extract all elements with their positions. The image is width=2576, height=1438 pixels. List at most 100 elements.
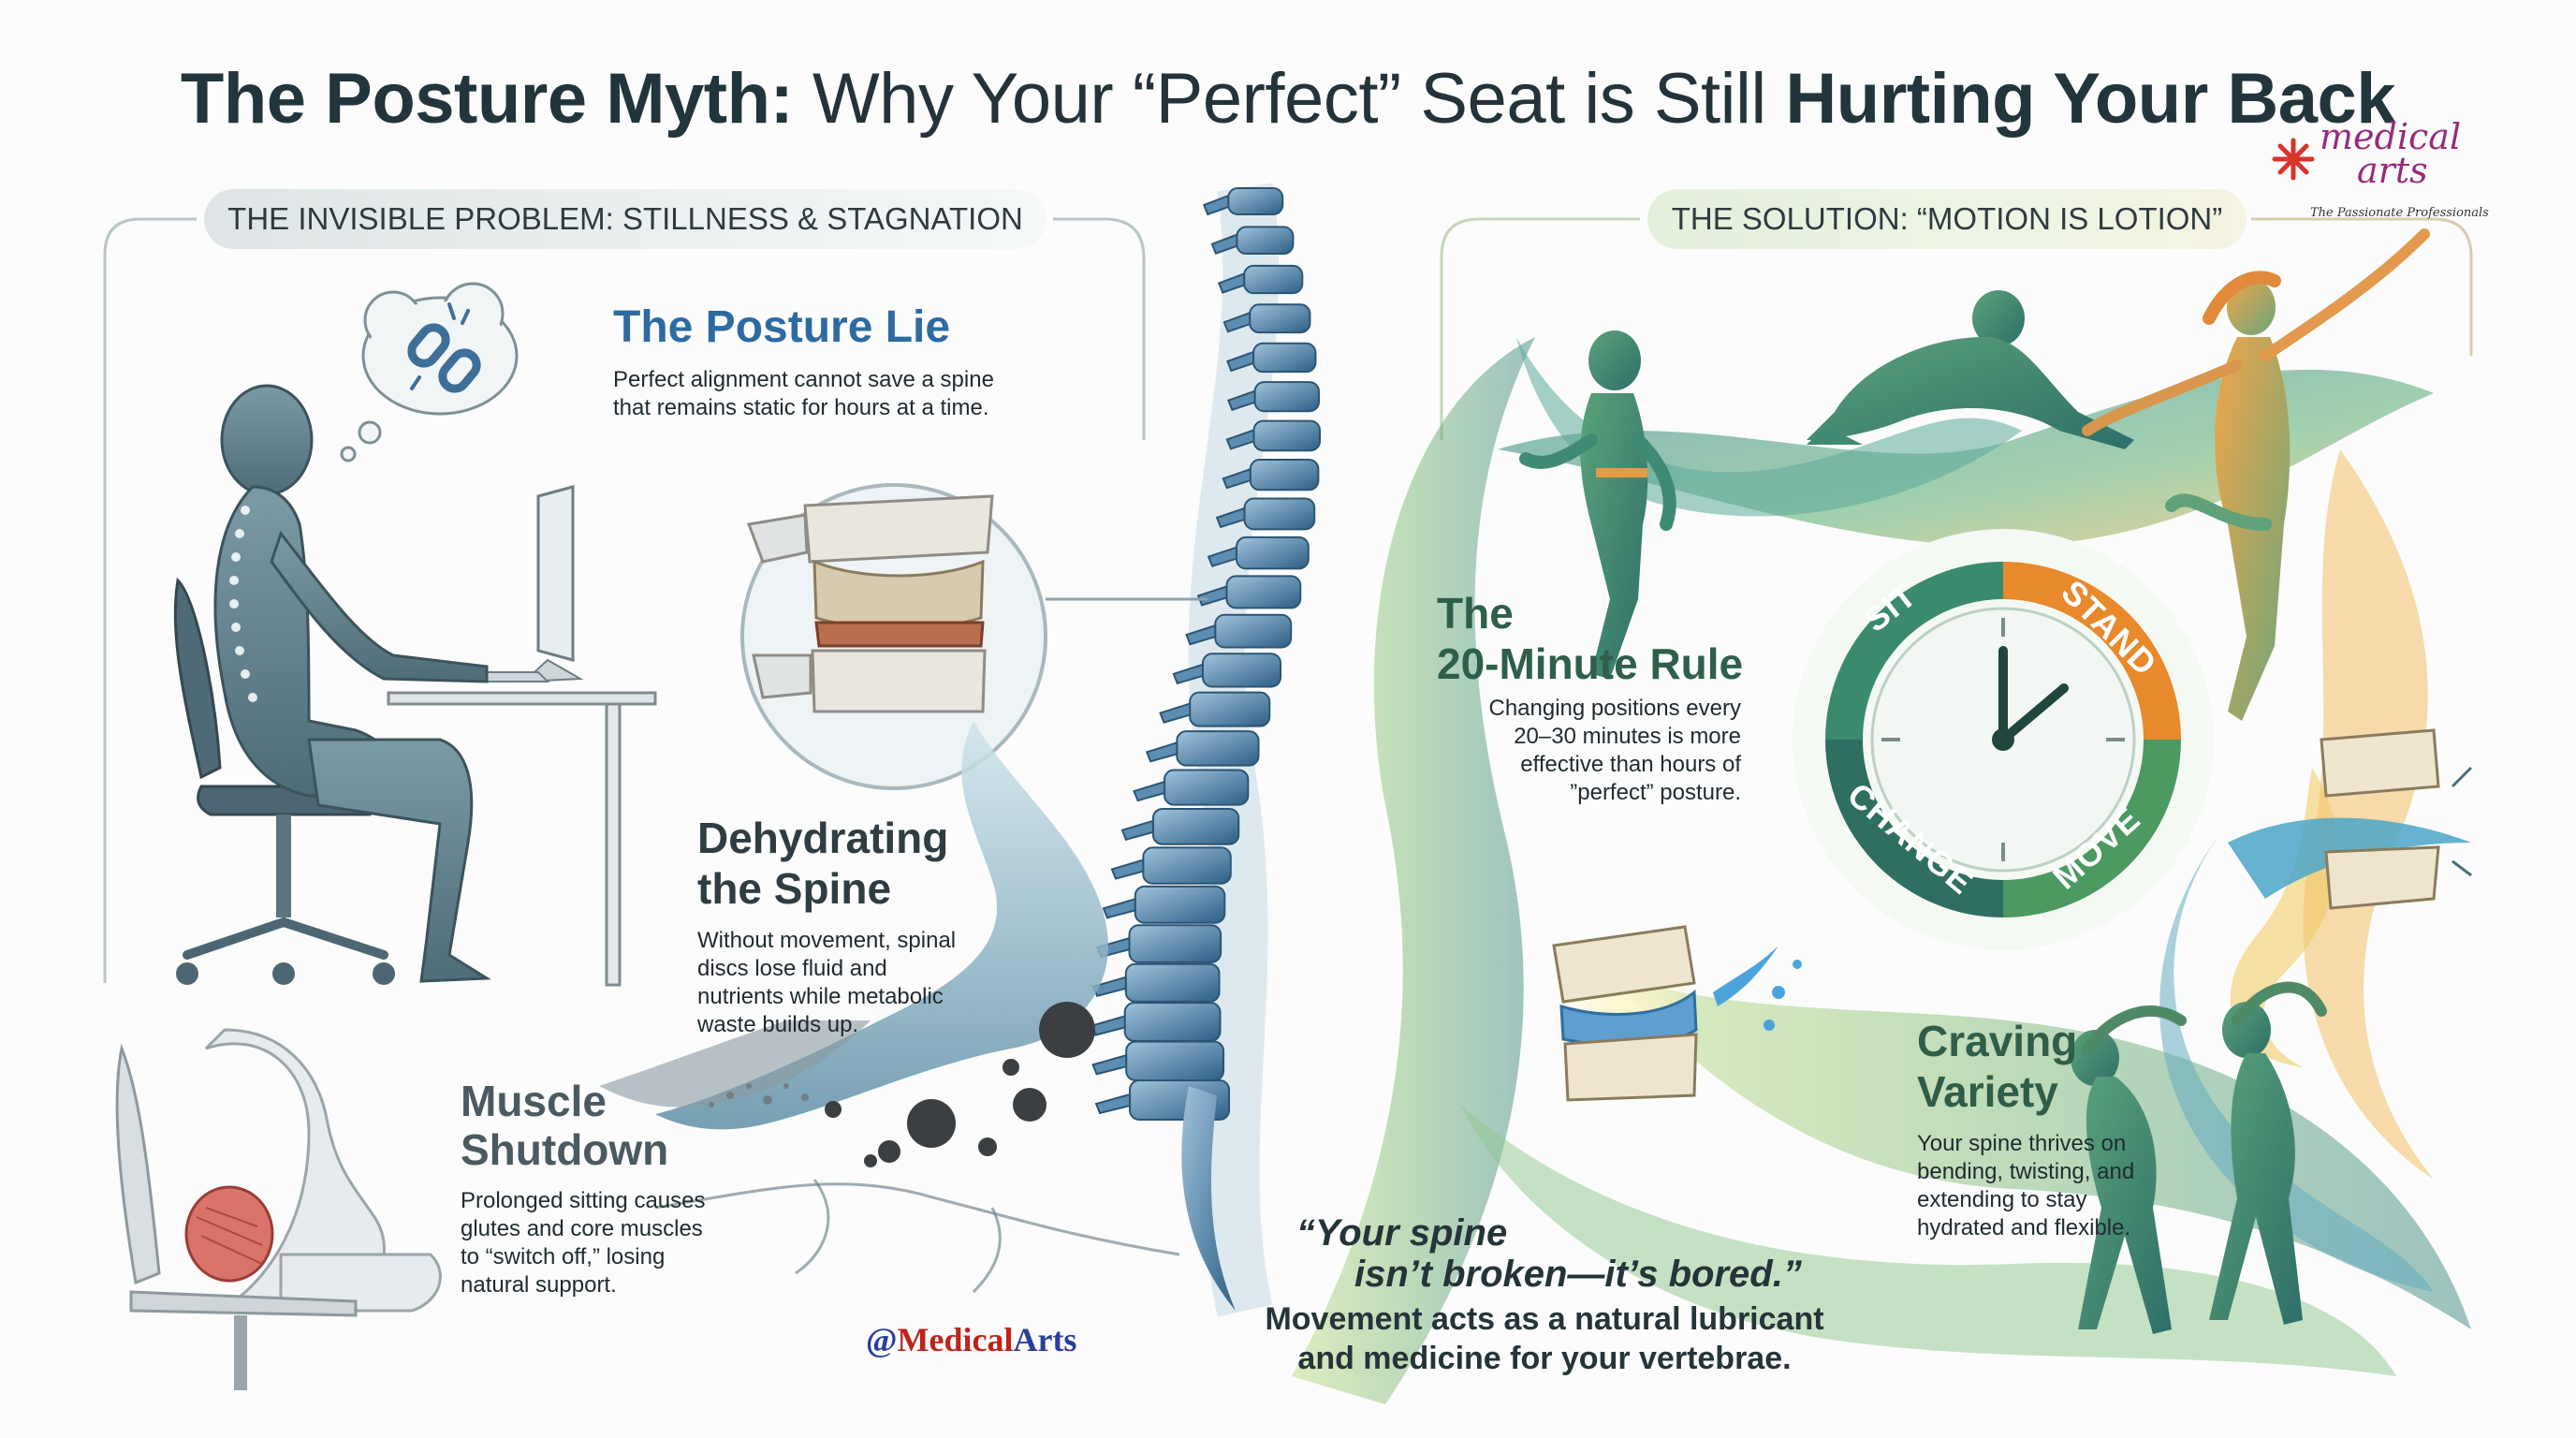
dehydrating-heading: Dehydrating the Spine	[697, 813, 997, 914]
dehydrating-body-line: Without movement, spinal	[697, 928, 957, 953]
vertebra-process	[1133, 780, 1166, 802]
craving-variety-body: Your spine thrives on bending, twisting,…	[1917, 1130, 2226, 1242]
vertebra	[1123, 1002, 1222, 1042]
vertebra	[1189, 691, 1271, 727]
craving-variety-block: Craving Variety Your spine thrives on be…	[1917, 1016, 2226, 1242]
dehydrating-body: Without movement, spinal discs lose flui…	[697, 927, 997, 1039]
vertebra	[1252, 342, 1317, 374]
twenty-minute-rule-block: The 20-Minute Rule	[1437, 588, 1793, 689]
logo-line-2: arts	[2357, 150, 2428, 191]
dehydrating-body-line: waste builds up.	[697, 1012, 859, 1037]
muscle-body-line: Prolonged sitting causes	[461, 1188, 706, 1213]
muscle-shutdown-block: Muscle Shutdown Prolonged sitting causes…	[461, 1077, 760, 1299]
logo-mark-icon	[2272, 138, 2315, 181]
variety-body-line: extending to stay	[1917, 1187, 2087, 1212]
vertebra	[1235, 536, 1310, 570]
rule-body-line: Changing positions every	[1488, 696, 1742, 721]
vertebra-process	[1110, 858, 1145, 880]
right-section-label: THE SOLUTION: “MOTION IS LOTION”	[1647, 189, 2247, 249]
vertebra-process	[1202, 194, 1230, 216]
vertebra-process	[1091, 1053, 1128, 1076]
posture-lie-body: Perfect alignment cannot save a spine th…	[613, 366, 1100, 422]
quote-line-1: “Your spine	[1296, 1212, 1508, 1254]
glute-figure-illustration	[115, 1028, 442, 1390]
social-handle: @MedicalArts	[866, 1320, 1076, 1359]
rule-heading-line: 20-Minute Rule	[1437, 639, 1744, 688]
dehydrating-body-line: discs lose fluid and	[697, 956, 887, 981]
logo-line-1: medical	[2320, 116, 2462, 157]
muscle-heading-line: Muscle	[461, 1077, 607, 1125]
vertebra-process	[1145, 741, 1178, 763]
vertebra-process	[1090, 1015, 1126, 1036]
vertebra-process	[1222, 467, 1251, 490]
vertebra	[1142, 846, 1232, 885]
vertebra-process	[1185, 624, 1217, 646]
twenty-minute-rule-body: Changing positions every 20–30 minutes i…	[1385, 695, 1742, 807]
muscle-shutdown-heading: Muscle Shutdown	[461, 1077, 760, 1174]
dancer-figure-illustration	[2082, 228, 2430, 721]
left-section-frame	[103, 217, 197, 983]
vertebra	[1125, 1040, 1225, 1081]
quote-subtext-line: Movement acts as a natural lubricant	[1265, 1301, 1824, 1337]
rule-heading-line: The	[1437, 589, 1514, 638]
vertebra-process	[1120, 819, 1154, 842]
seated-figure-illustration	[173, 384, 657, 987]
handle-medical: Medical	[897, 1321, 1014, 1358]
vertebra	[1236, 226, 1295, 256]
quote-line-2: isn’t broken—it’s bored.”	[1354, 1254, 1802, 1295]
vertebra	[1252, 419, 1321, 452]
vertebra	[1134, 885, 1226, 924]
muscle-body-line: to “switch off,” losing	[461, 1244, 666, 1269]
muscle-body-line: glutes and core muscles	[461, 1216, 703, 1241]
walking-figure-illustration	[1519, 330, 1676, 679]
vertebra	[1227, 187, 1284, 215]
vertebra	[1249, 459, 1320, 492]
logo-tagline: The Passionate Professionals	[2310, 206, 2489, 220]
title-part-1: The Posture Myth:	[180, 59, 794, 139]
vertebra	[1243, 264, 1304, 295]
variety-body-line: bending, twisting, and	[1917, 1159, 2135, 1184]
vertebra-process	[1094, 1093, 1132, 1115]
vertebra	[1128, 924, 1222, 963]
page-title: The Posture Myth: Why Your “Perfect” Sea…	[0, 58, 2576, 139]
quote: “Your spine isn’t broken—it’s bored.”	[1296, 1212, 1858, 1295]
vertebra-process	[1225, 429, 1255, 450]
vertebra-process	[1215, 506, 1246, 529]
vertebra	[1164, 769, 1250, 806]
vertebra-process	[1172, 663, 1204, 685]
posture-lie-block: The Posture Lie Perfect alignment cannot…	[613, 301, 1100, 422]
rule-body-line: effective than hours of	[1520, 752, 1741, 777]
water-stream-illustration	[599, 721, 1180, 1294]
disc-closeup-illustration	[740, 483, 1208, 790]
vertebra	[1214, 613, 1293, 649]
vertebra	[1201, 653, 1282, 688]
right-section-frame	[1440, 217, 1640, 440]
thought-bubble-icon	[340, 282, 519, 462]
rule-body-line: 20–30 minutes is more	[1514, 724, 1741, 749]
muscle-heading-line: Shutdown	[461, 1125, 669, 1174]
handle-arts: Arts	[1013, 1321, 1077, 1358]
clock-icon	[1793, 529, 2214, 950]
variety-body-line: Your spine thrives on	[1917, 1131, 2127, 1156]
brand-logo: medical arts	[2320, 116, 2544, 191]
vertebra	[1243, 497, 1316, 531]
vertebra	[1124, 962, 1221, 1003]
vertebra-process	[1222, 311, 1251, 333]
muscle-shutdown-body: Prolonged sitting causes glutes and core…	[461, 1187, 760, 1299]
quote-subtext-line: and medicine for your vertebrae.	[1297, 1341, 1792, 1376]
variety-body-line: hydrated and flexible.	[1917, 1215, 2131, 1240]
twenty-minute-rule-heading: The 20-Minute Rule	[1437, 588, 1793, 689]
posture-lie-heading: The Posture Lie	[613, 302, 951, 352]
dehydrating-body-line: nutrients while metabolic	[697, 984, 944, 1009]
cat-cow-figure-illustration	[1807, 290, 2134, 449]
dehydrating-heading-line: the Spine	[697, 864, 892, 913]
vertebra-process	[1210, 233, 1238, 256]
vertebra	[1176, 730, 1260, 767]
handle-at: @	[866, 1321, 898, 1358]
vertebra	[1253, 381, 1320, 413]
lubricated-disc-illustration	[2228, 728, 2473, 910]
quote-subtext: Movement acts as a natural lubricant and…	[1208, 1299, 1881, 1378]
vertebra-process	[1102, 897, 1136, 919]
title-part-3: Hurting Your Back	[1785, 59, 2396, 139]
